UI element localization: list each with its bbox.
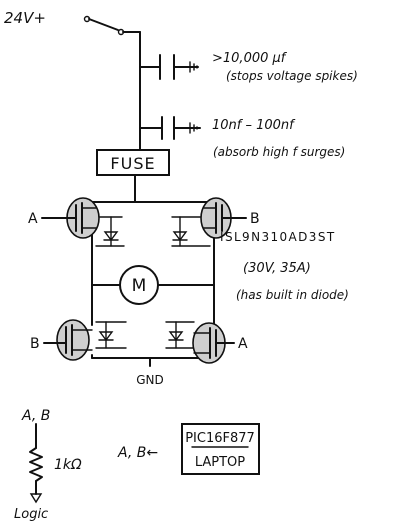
gate-label-bottom-left: B (30, 336, 40, 352)
bypass-capacitor (139, 116, 201, 140)
bulk-cap-note: (stops voltage spikes) (226, 69, 358, 83)
controller-chip: PIC16F877 (185, 431, 255, 446)
mosfet-part-number: ISL9N310AD3ST (220, 230, 336, 244)
gate-label-top-right: B (250, 211, 260, 227)
controller-host: LAPTOP (195, 455, 245, 470)
fuse: FUSE (96, 149, 170, 176)
fuse-label: FUSE (110, 154, 155, 173)
gate-label-bottom-right: A (238, 336, 248, 352)
bulk-capacitor (139, 54, 199, 80)
ground-label: GND (136, 373, 164, 387)
logic-output-label: Logic (14, 507, 48, 522)
gate-label-top-left: A (28, 211, 38, 227)
resistor-value: 1kΩ (54, 457, 82, 473)
motor: M (119, 265, 159, 305)
bulk-cap-value: >10,000 µf (212, 51, 288, 66)
bypass-cap-value: 10nf – 100nf (212, 118, 296, 133)
bridge-wiring (91, 201, 215, 367)
pull-resistor (29, 423, 43, 504)
mosfet-rating: (30V, 35A) (243, 261, 311, 276)
body-diode-bottom-left (95, 321, 127, 349)
motor-label: M (132, 276, 147, 296)
mosfet-bottom-right (192, 322, 235, 364)
body-diode-bottom-right (165, 321, 195, 349)
controller-box: PIC16F877 LAPTOP (181, 423, 260, 475)
mosfet-top-right (200, 197, 247, 239)
supply-label: 24V+ (4, 9, 46, 27)
body-diode-top-left (95, 216, 125, 247)
power-switch: 24V+ (4, 9, 141, 36)
mosfet-top-left (41, 197, 100, 239)
mosfet-diode-note: (has built in diode) (236, 288, 349, 302)
body-diode-top-right (171, 216, 211, 247)
bypass-cap-note: (absorb high f surges) (213, 145, 345, 159)
mosfet-bottom-left (43, 319, 93, 361)
controller-signal-label: A, B← (117, 445, 158, 461)
logic-input-label: A, B (21, 408, 50, 424)
